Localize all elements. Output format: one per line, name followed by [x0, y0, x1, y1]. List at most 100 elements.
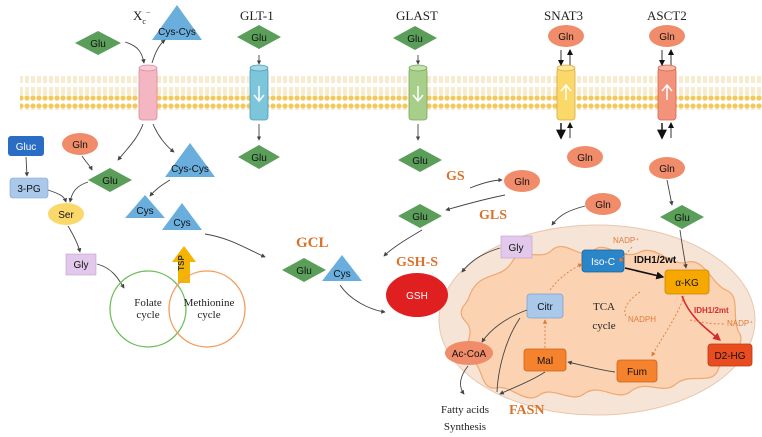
svg-text:Gln: Gln	[514, 177, 530, 188]
gsh-node: GSH	[386, 273, 448, 317]
nadp-plus-mt: NADP⁺	[727, 319, 753, 328]
svg-text:Synthesis: Synthesis	[444, 421, 486, 433]
svg-text:Mal: Mal	[537, 356, 553, 367]
gln-extracellular-2: Gln	[649, 25, 685, 47]
svg-text:cycle: cycle	[136, 309, 159, 321]
nadph-label: NADPH	[628, 315, 656, 324]
svg-text:Fatty acids: Fatty acids	[441, 404, 489, 416]
glast-transporter	[408, 64, 428, 121]
svg-text:TCA: TCA	[593, 301, 615, 313]
svg-text:Gln: Gln	[72, 140, 88, 151]
svg-text:Ser: Ser	[58, 210, 74, 221]
svg-text:Glu: Glu	[90, 39, 106, 50]
nadp-plus-wt: NADP⁺	[613, 236, 639, 245]
glu-left: Glu	[88, 168, 132, 192]
mal-node: Mal	[523, 348, 567, 372]
svg-text:TSP: TSP	[177, 255, 186, 271]
svg-text:Gly: Gly	[74, 260, 89, 271]
folate-cycle: Folate cycle	[109, 270, 187, 348]
gly-node-right: Gly	[500, 235, 533, 259]
fatty-acids-synthesis: Fatty acids Synthesis	[441, 404, 489, 433]
d2-hg-node: D2-HG	[707, 343, 753, 367]
svg-text:Cys: Cys	[333, 269, 350, 280]
cys-gcl: Cys	[322, 255, 362, 281]
svg-text:Glu: Glu	[674, 213, 690, 224]
svg-text:Ac-CoA: Ac-CoA	[452, 349, 487, 360]
svg-text:Folate: Folate	[134, 297, 162, 309]
fum-node: Fum	[616, 359, 658, 383]
tca-cycle-label: TCA cycle	[592, 301, 615, 332]
svg-text:Glu: Glu	[102, 176, 118, 187]
svg-text:cycle: cycle	[197, 309, 220, 321]
gluc-node: Gluc	[8, 136, 44, 156]
svg-text:Fum: Fum	[627, 367, 647, 378]
cys-intracellular-1: Cys	[125, 195, 165, 218]
cys-cys-intracellular: Cys-Cys	[165, 143, 215, 177]
svg-text:Gly: Gly	[509, 243, 524, 254]
gcl-label: GCL	[296, 235, 329, 251]
asct2-label: ASCT2	[647, 8, 687, 23]
asct2-transporter	[657, 49, 677, 140]
svg-text:Methionine: Methionine	[184, 297, 235, 309]
gln-left: Gln	[62, 133, 98, 155]
a-kg-node: α-KG	[664, 269, 710, 295]
cys-cys-extracellular: Cys-Cys	[152, 5, 202, 40]
svg-text:Glu: Glu	[251, 153, 267, 164]
glu-intracellular-glast: Glu	[398, 148, 442, 172]
idh-wt-label: IDH1/2wt	[634, 255, 677, 266]
gln-intracellular-asct2: Gln	[649, 157, 685, 179]
gsh-s-label: GSH-S	[396, 255, 438, 270]
methionine-cycle: Methionine cycle	[168, 270, 246, 348]
svg-text:Cys: Cys	[173, 218, 190, 229]
glast-label: GLAST	[396, 8, 438, 23]
svg-text:Glu: Glu	[412, 156, 428, 167]
gln-extracellular-1: Gln	[548, 25, 584, 47]
svg-text:Glu: Glu	[412, 212, 428, 223]
gln-mito-top: Gln	[585, 193, 621, 215]
svg-text:α-KG: α-KG	[675, 278, 699, 289]
gln-intracellular-snat3: Gln	[567, 146, 603, 168]
svg-text:Gln: Gln	[595, 200, 611, 211]
svg-text:Citr: Citr	[537, 302, 553, 313]
gs-label: GS	[446, 169, 465, 184]
svg-text:GSH: GSH	[406, 291, 428, 302]
svg-text:Cys-Cys: Cys-Cys	[171, 164, 209, 175]
svg-text:Gln: Gln	[659, 164, 675, 175]
svg-text:Cys: Cys	[136, 206, 153, 217]
glu-gls: Glu	[398, 204, 442, 228]
cys-intracellular-2: Cys	[162, 203, 202, 230]
svg-text:Gln: Gln	[577, 153, 593, 164]
gls-label: GLS	[479, 208, 507, 223]
citr-node: Citr	[526, 293, 564, 319]
glu-intracellular-glt1: Glu	[238, 145, 280, 169]
svg-text:D2-HG: D2-HG	[714, 351, 745, 362]
glt1-label: GLT-1	[240, 8, 274, 23]
gln-gs: Gln	[504, 170, 540, 192]
xc-transporter	[138, 64, 158, 121]
svg-text:Cys-Cys: Cys-Cys	[158, 27, 196, 38]
glu-extracellular-2: Glu	[237, 25, 281, 49]
svg-text:Glu: Glu	[296, 266, 312, 277]
glu-extracellular-3: Glu	[393, 26, 437, 50]
ac-coa-node: Ac-CoA	[445, 341, 493, 365]
fasn-label: FASN	[509, 403, 545, 418]
svg-text:Gln: Gln	[558, 32, 574, 43]
svg-text:3-PG: 3-PG	[17, 184, 41, 195]
svg-text:Glu: Glu	[251, 33, 267, 44]
three-pg-node: 3-PG	[9, 177, 49, 199]
snat3-label: SNAT3	[544, 8, 583, 23]
glu-gcl: Glu	[282, 258, 326, 282]
svg-text:Glu: Glu	[407, 34, 423, 45]
gly-node-left: Gly	[65, 253, 97, 276]
glu-asct2: Glu	[660, 205, 704, 229]
idh-mt-label: IDH1/2mt	[694, 306, 729, 315]
xc-transporter-label: Xc−	[133, 8, 151, 26]
glt1-transporter	[249, 64, 269, 121]
svg-text:Gluc: Gluc	[16, 142, 37, 153]
glu-extracellular-1: Glu	[75, 31, 121, 55]
iso-c-node: Iso-C	[581, 249, 625, 273]
svg-text:cycle: cycle	[592, 320, 615, 332]
svg-text:Gln: Gln	[659, 32, 675, 43]
svg-text:Iso-C: Iso-C	[591, 257, 615, 268]
